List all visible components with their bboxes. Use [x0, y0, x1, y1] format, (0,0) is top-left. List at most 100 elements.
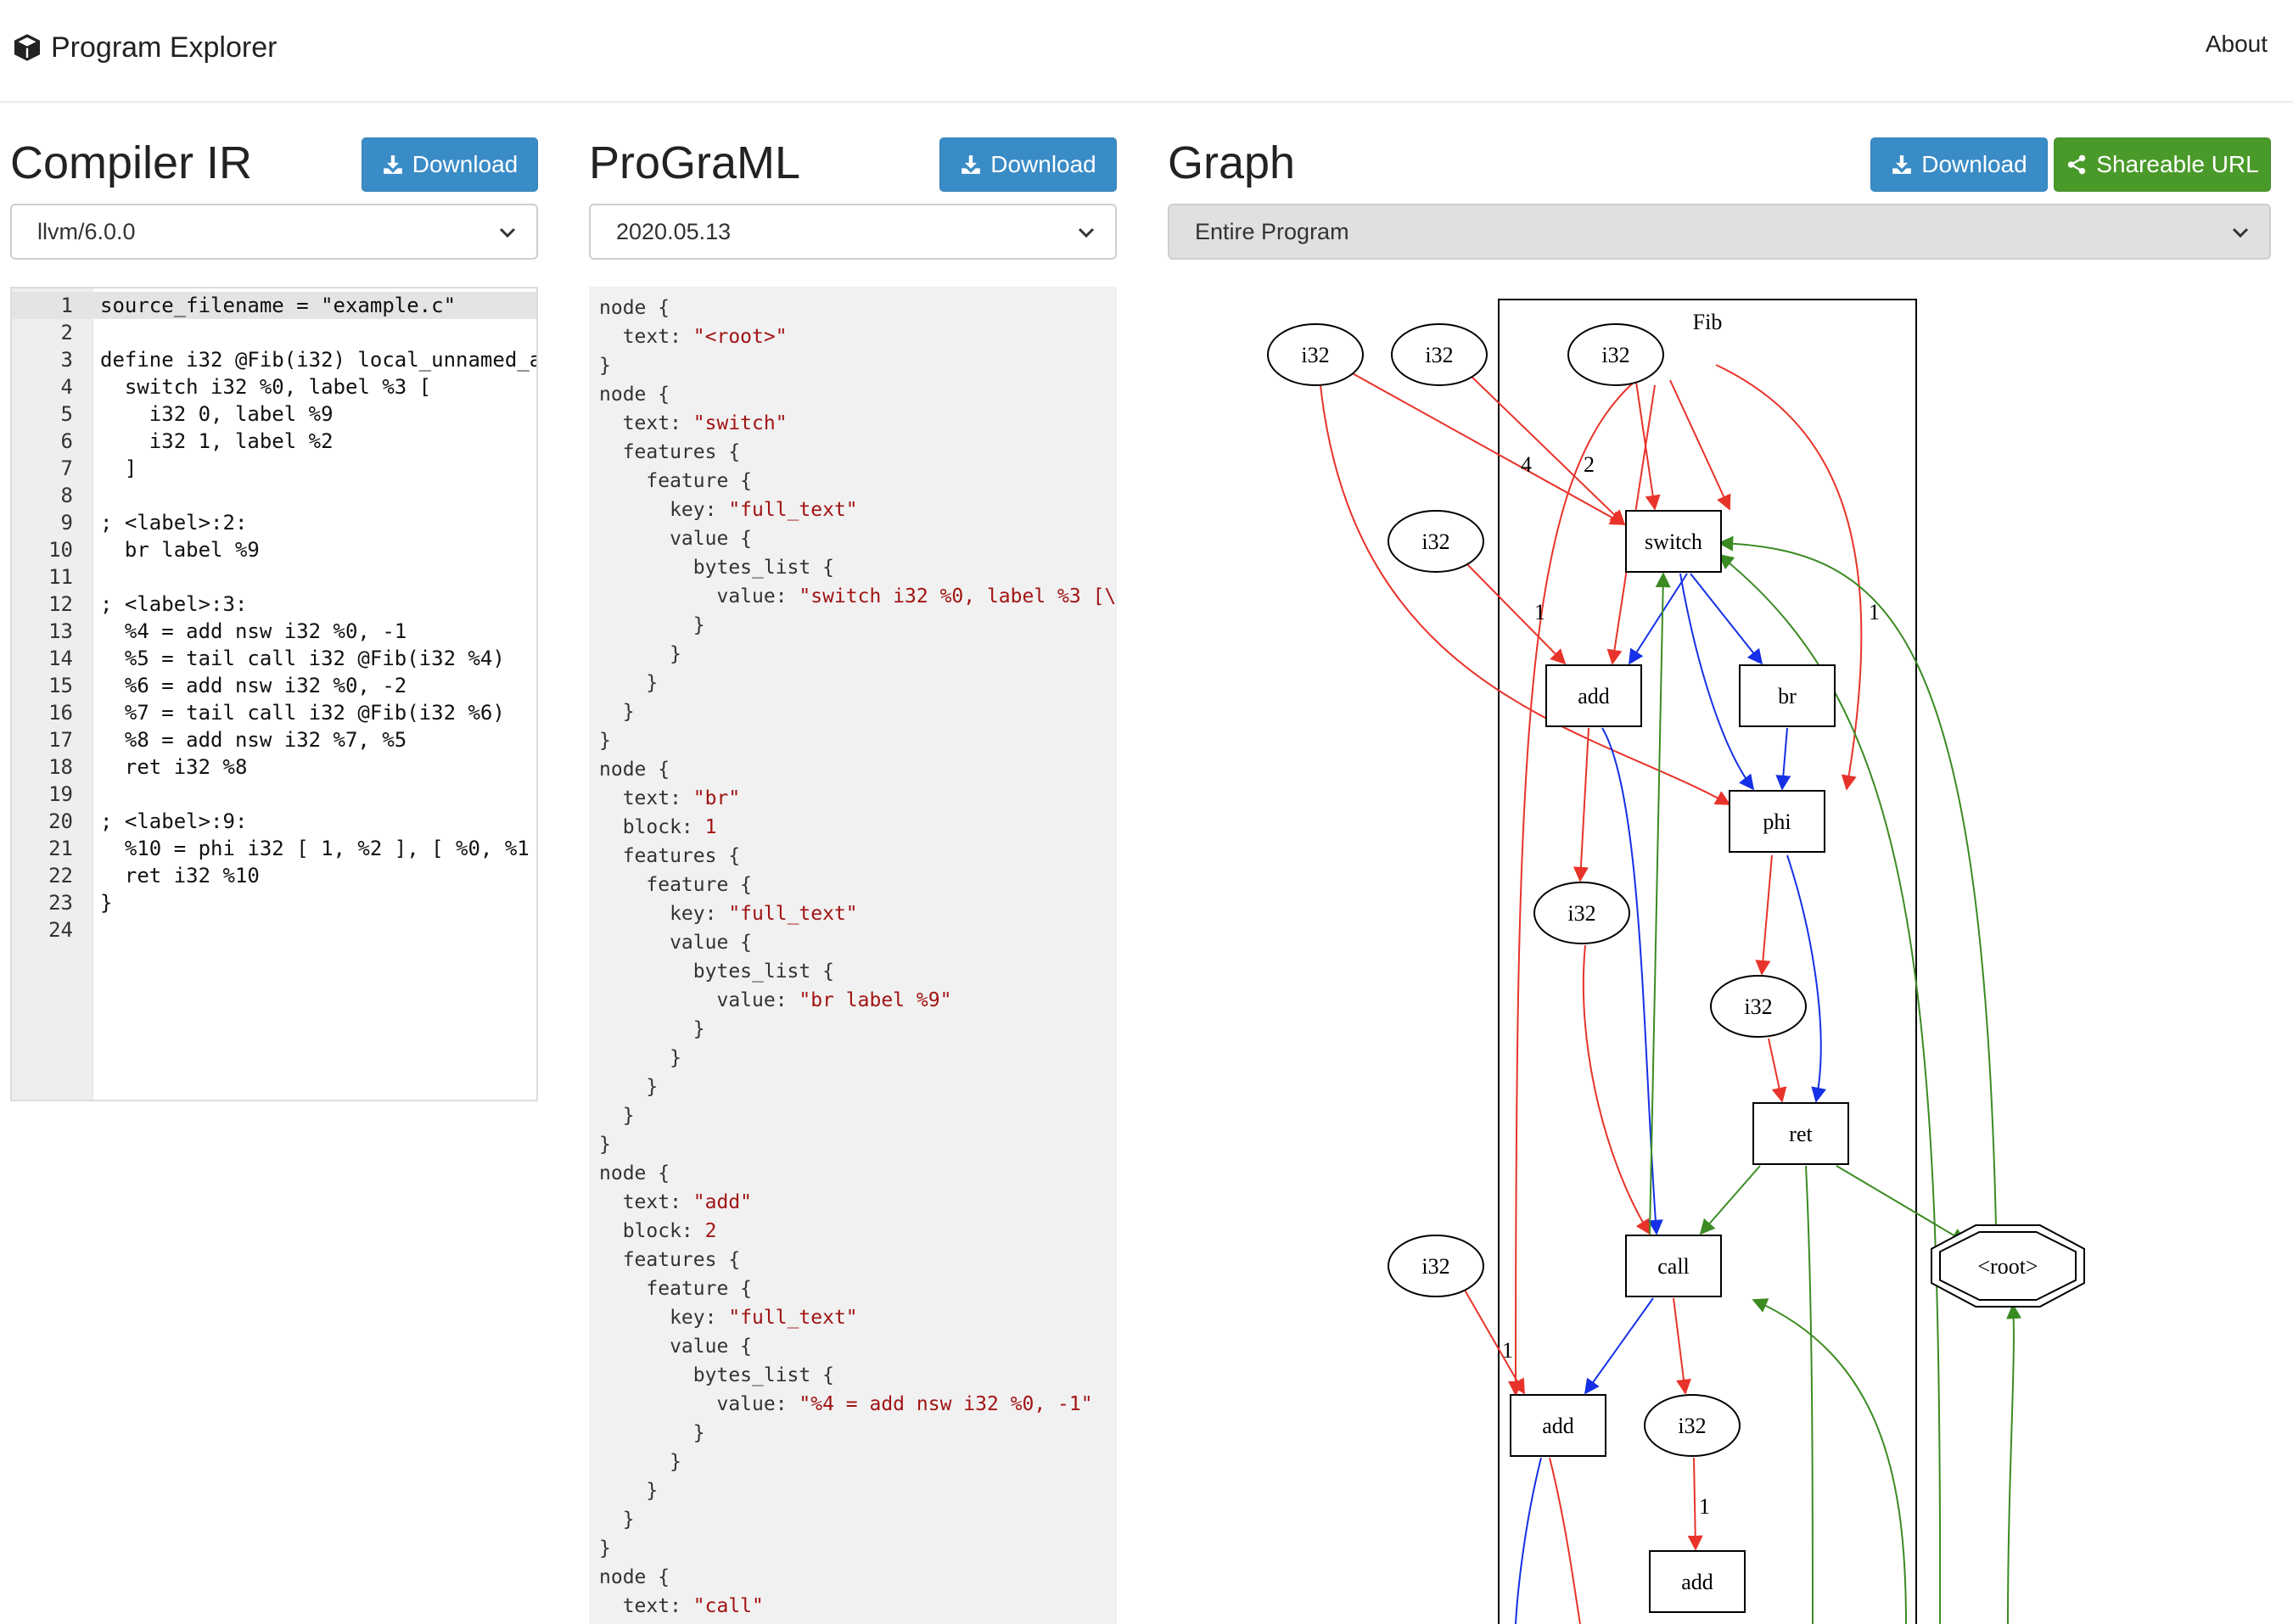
editor-line[interactable]: 10 br label %9: [12, 536, 536, 563]
listing-text: bytes_list {: [599, 960, 834, 983]
graph-node-c1[interactable]: i32: [1267, 323, 1364, 386]
editor-line[interactable]: 9; <label>:2:: [12, 509, 536, 536]
line-code: ret i32 %10: [100, 864, 260, 888]
compiler-ir-download-button[interactable]: Download: [362, 137, 538, 192]
edge-label: 1: [1502, 1338, 1513, 1363]
listing-value: "full_text": [728, 499, 858, 521]
listing-text: }: [599, 1134, 611, 1156]
editor-line[interactable]: 18 ret i32 %8: [12, 753, 536, 781]
editor-line[interactable]: 14 %5 = tail call i32 @Fib(i32 %4): [12, 645, 536, 672]
programl-listing[interactable]: node { text: "<root>"}node { text: "swit…: [589, 287, 1117, 1624]
listing-line: }: [599, 1101, 635, 1130]
listing-line: value {: [599, 928, 752, 957]
listing-text: block:: [599, 1220, 705, 1242]
listing-line: value: "%4 = add nsw i32 %0, -1": [599, 1390, 1092, 1419]
editor-line[interactable]: 7 ]: [12, 455, 536, 482]
graph-node-c5[interactable]: i32: [1388, 1235, 1484, 1297]
editor-line[interactable]: 22 ret i32 %10: [12, 862, 536, 889]
listing-line: bytes_list {: [599, 1361, 834, 1390]
editor-line[interactable]: 20; <label>:9:: [12, 808, 536, 835]
editor-line[interactable]: 24: [12, 916, 536, 944]
shareable-url-button[interactable]: Shareable URL: [2054, 137, 2271, 192]
editor-line[interactable]: 12; <label>:3:: [12, 591, 536, 618]
listing-line: block: 2: [599, 1217, 717, 1246]
editor-line[interactable]: 5 i32 0, label %9: [12, 400, 536, 428]
listing-text: feature {: [599, 470, 753, 492]
graph-node-add2[interactable]: add: [1510, 1394, 1606, 1457]
graph-node-label: <root>: [1977, 1254, 2038, 1279]
compiler-ir-download-label: Download: [412, 151, 519, 177]
editor-line[interactable]: 21 %10 = phi i32 [ 1, %2 ], [ %0, %1: [12, 835, 536, 862]
line-code: %4 = add nsw i32 %0, -1: [100, 619, 407, 643]
control-edge: [1775, 727, 1791, 791]
editor-line[interactable]: 19: [12, 781, 536, 808]
line-number: 12: [48, 592, 73, 616]
line-code: ; <label>:9:: [100, 809, 248, 833]
editor-line[interactable]: 15 %6 = add nsw i32 %0, -2: [12, 672, 536, 699]
graph-node-ret[interactable]: ret: [1752, 1102, 1849, 1165]
listing-text: node {: [599, 297, 670, 319]
graph-node-root[interactable]: <root>: [1931, 1224, 2085, 1308]
listing-line: value {: [599, 524, 752, 553]
line-number: 6: [60, 429, 73, 453]
graph-view-select[interactable]: Entire Program: [1168, 204, 2271, 260]
graph-download-button[interactable]: Download: [1870, 137, 2048, 192]
graph-node-v3[interactable]: i32: [1644, 1394, 1741, 1457]
listing-text: }: [599, 1480, 659, 1502]
listing-line: features {: [599, 842, 740, 871]
editor-line[interactable]: 6 i32 1, label %2: [12, 428, 536, 455]
edge-label: 1: [1869, 600, 1880, 624]
graph-node-phi[interactable]: phi: [1729, 790, 1825, 853]
graph-node-c3[interactable]: i32: [1567, 323, 1664, 386]
graph-node-add1[interactable]: add: [1545, 664, 1642, 727]
listing-text: value:: [599, 989, 799, 1011]
listing-line: value: "switch i32 %0, label %3 [\n: [599, 582, 1117, 611]
programl-version-select[interactable]: 2020.05.13: [589, 204, 1117, 260]
graph-node-c4[interactable]: i32: [1388, 510, 1484, 573]
editor-line[interactable]: 11: [12, 563, 536, 591]
line-number: 14: [48, 647, 73, 670]
listing-text: bytes_list {: [599, 1364, 834, 1386]
programl-download-button[interactable]: Download: [939, 137, 1117, 192]
listing-text: text:: [599, 412, 693, 434]
editor-line[interactable]: 2: [12, 319, 536, 346]
editor-line[interactable]: 4 switch i32 %0, label %3 [: [12, 373, 536, 400]
graph-node-v1[interactable]: i32: [1533, 882, 1630, 944]
graph-node-label: add: [1681, 1570, 1713, 1594]
graph-node-v2[interactable]: i32: [1710, 975, 1807, 1038]
listing-line: node {: [599, 380, 670, 409]
about-link[interactable]: About: [2205, 31, 2268, 57]
brand[interactable]: Program Explorer: [12, 29, 277, 66]
editor-line[interactable]: 23}: [12, 889, 536, 916]
graph-node-br[interactable]: br: [1739, 664, 1836, 727]
editor-line[interactable]: 16 %7 = tail call i32 @Fib(i32 %6): [12, 699, 536, 726]
editor-line[interactable]: 17 %8 = add nsw i32 %7, %5: [12, 726, 536, 753]
listing-line: text: "switch": [599, 409, 788, 438]
listing-line: }: [599, 351, 611, 380]
graph-title: Graph: [1168, 137, 1296, 188]
download-icon: [961, 155, 981, 174]
graph-node-call[interactable]: call: [1625, 1235, 1722, 1297]
graph-view-value: Entire Program: [1195, 218, 1349, 244]
listing-text: }: [599, 643, 681, 665]
listing-text: }: [599, 1076, 659, 1098]
graph-node-label: phi: [1763, 809, 1791, 834]
line-code: }: [100, 891, 113, 915]
graph-node-c2[interactable]: i32: [1391, 323, 1488, 386]
listing-line: block: 1: [599, 813, 717, 842]
listing-text: node {: [599, 384, 670, 406]
graph-node-add3[interactable]: add: [1649, 1550, 1746, 1613]
editor-line[interactable]: 13 %4 = add nsw i32 %0, -1: [12, 618, 536, 645]
compiler-ir-version-select[interactable]: llvm/6.0.0: [10, 204, 538, 260]
listing-line: }: [599, 1505, 635, 1534]
editor-line[interactable]: 8: [12, 482, 536, 509]
graph-node-switch[interactable]: switch: [1625, 510, 1722, 573]
listing-text: text:: [599, 1595, 693, 1617]
listing-line: }: [599, 1015, 705, 1044]
listing-text: }: [599, 1047, 681, 1069]
listing-line: }: [599, 1072, 658, 1101]
